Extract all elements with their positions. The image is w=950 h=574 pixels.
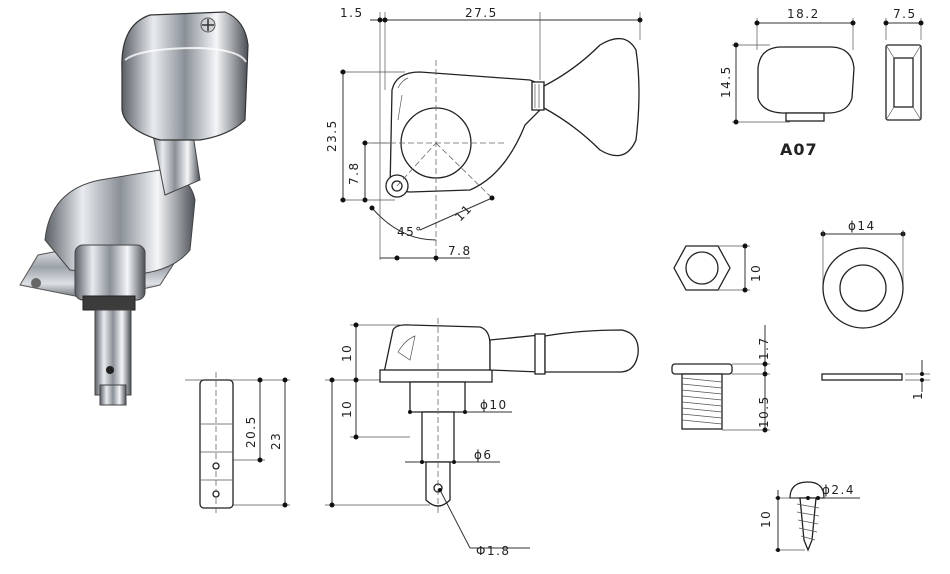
dim-overall-length: 27.5 bbox=[465, 6, 498, 20]
mounting-hole bbox=[31, 278, 41, 288]
screw-head bbox=[789, 481, 825, 499]
model-label: A07 bbox=[780, 140, 818, 159]
dim-hole-height: 7.8 bbox=[347, 161, 361, 185]
bushing-view: 1.7 10.5 bbox=[671, 325, 771, 433]
front-bushing bbox=[409, 381, 466, 413]
side-view-drawing: 1.5 27.5 23.5 7.8 11 bbox=[325, 6, 643, 262]
dim-hole-radius: 11 bbox=[452, 201, 475, 224]
tuner-product-photo bbox=[19, 11, 249, 406]
dim-post-dia: ϕ6 bbox=[474, 448, 493, 462]
dim-post-inner: 20.5 bbox=[244, 415, 258, 448]
tuner-button-photo bbox=[121, 11, 249, 141]
dim-string-hole: Φ1.8 bbox=[476, 544, 511, 558]
tuner-post-photo bbox=[94, 309, 132, 396]
dim-height: 23.5 bbox=[325, 119, 339, 152]
dim-angle: 45° bbox=[397, 225, 423, 239]
dim-post-total: 23 bbox=[269, 432, 283, 450]
front-view-drawing: 10 10 ϕ10 ϕ6 Φ1.8 bbox=[325, 318, 639, 558]
dim-washer-thickness: 1 bbox=[911, 391, 925, 400]
button-front-side bbox=[544, 329, 639, 373]
dim-bushing-flange: 1.7 bbox=[757, 336, 771, 360]
dim-body-height: 10 bbox=[340, 344, 354, 362]
dim-hole-offset: 7.8 bbox=[448, 244, 472, 258]
washer-edge bbox=[821, 373, 903, 381]
dim-screw-head: ϕ2.4 bbox=[822, 483, 855, 497]
dim-bushing-dia: ϕ10 bbox=[480, 398, 508, 412]
dim-screw-length: 10 bbox=[759, 510, 773, 528]
dim-button-width: 18.2 bbox=[787, 7, 820, 21]
dim-thread-length: 10.5 bbox=[757, 395, 771, 428]
bushing-flange bbox=[671, 363, 733, 375]
dim-button-height: 14.5 bbox=[719, 65, 733, 98]
dim-washer-diameter: ϕ14 bbox=[848, 219, 876, 233]
screw-view: ϕ2.4 10 bbox=[759, 481, 860, 552]
bushing-thread bbox=[681, 373, 723, 430]
post-detail-view: 20.5 23 bbox=[185, 372, 290, 515]
dim-post-height: 10 bbox=[340, 400, 354, 418]
dim-base-offset: 1.5 bbox=[340, 6, 364, 20]
button-views: 18.2 14.5 A07 7.5 bbox=[719, 7, 924, 159]
post-outline bbox=[199, 379, 234, 509]
button-side-outline bbox=[543, 38, 640, 157]
dim-nut-size: 10 bbox=[749, 264, 763, 282]
button-front-outline bbox=[757, 46, 855, 114]
washer-view: ϕ14 1 bbox=[820, 219, 930, 400]
dim-button-thickness: 7.5 bbox=[893, 7, 917, 21]
hex-nut-view: 10 bbox=[673, 243, 763, 293]
